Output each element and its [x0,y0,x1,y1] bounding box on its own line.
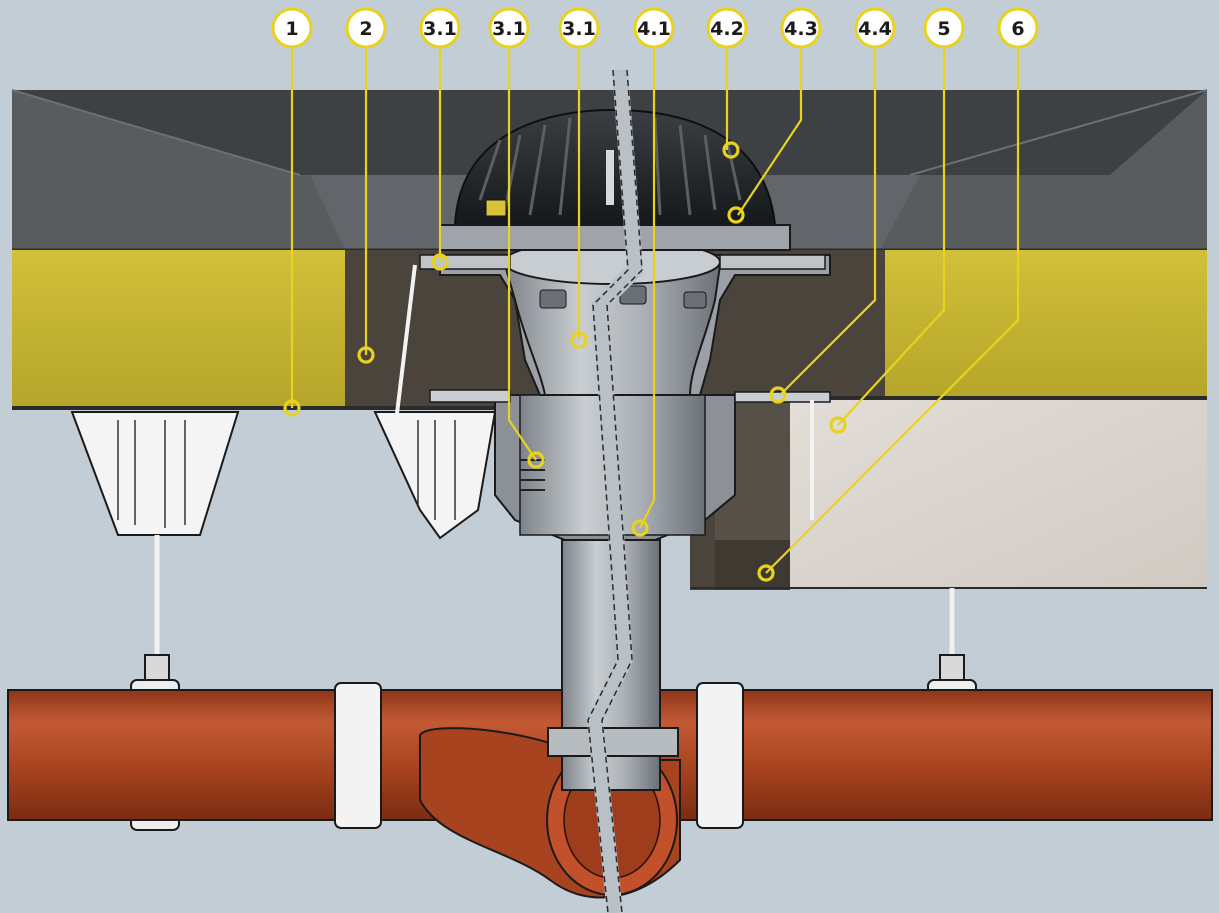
trapezoidal-deck-right [373,411,497,540]
callout-label: 1 [285,18,298,40]
callout-label: 4.2 [710,18,744,40]
concrete-slab [690,398,1207,589]
drain-body-upper [419,237,831,396]
callout-badge-2: 2 [345,7,387,49]
callout-label: 3.1 [492,18,526,40]
callout-label: 2 [359,18,372,40]
callout-markers [283,141,847,582]
callout-badge-4-3: 4.3 [780,7,822,49]
drain-grate [439,108,791,251]
insulation-left [12,250,345,408]
insulation-right [885,250,1207,398]
callout-badge-4-2: 4.2 [706,7,748,49]
drain-outlet-pipe [547,539,679,791]
callout-badge-3-1-a: 3.1 [419,7,461,49]
leader-lines [290,47,1020,574]
callout-badge-4-4: 4.4 [854,7,896,49]
callout-label: 3.1 [423,18,457,40]
callout-label: 6 [1011,18,1024,40]
callout-label: 4.4 [858,18,892,40]
callout-label: 5 [937,18,950,40]
callout-badge-4-1: 4.1 [633,7,675,49]
callout-label: 4.3 [784,18,818,40]
callout-label: 4.1 [637,18,671,40]
callout-badge-3-1-c: 3.1 [558,7,600,49]
callout-badge-1: 1 [271,7,313,49]
section-cut-line [586,69,644,913]
trapezoidal-deck-left [70,411,240,536]
callout-badge-6: 6 [997,7,1039,49]
fixing-screws [393,264,814,520]
callout-label: 3.1 [562,18,596,40]
callout-badge-3-1-b: 3.1 [488,7,530,49]
callout-badge-5: 5 [923,7,965,49]
